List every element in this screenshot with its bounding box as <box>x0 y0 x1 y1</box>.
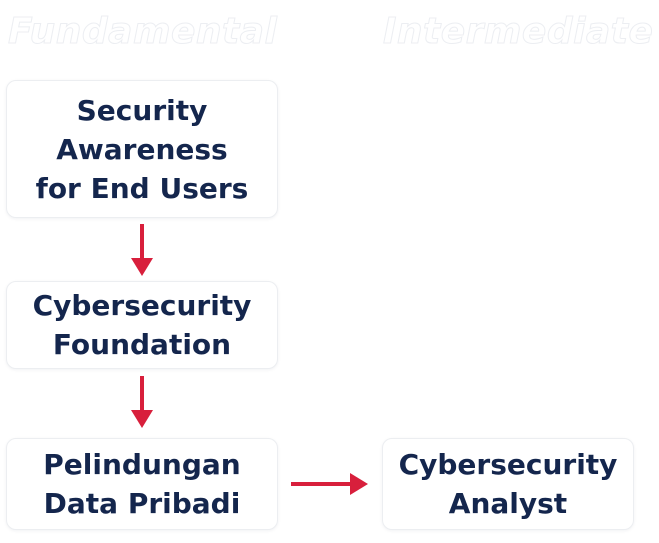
arrow-foundation-to-pelindungan <box>131 376 153 428</box>
node-label: Cybersecurity Analyst <box>398 448 618 520</box>
node-pelindungan-data[interactable]: Pelindungan Data Pribadi <box>6 438 278 530</box>
arrow-awareness-to-foundation <box>131 224 153 276</box>
header-intermediate: Intermediate <box>382 11 654 53</box>
node-label: Security Awareness for End Users <box>35 93 249 205</box>
node-label: Cybersecurity Foundation <box>32 289 252 361</box>
node-label: Pelindungan Data Pribadi <box>43 448 241 520</box>
node-cybersecurity-analyst[interactable]: Cybersecurity Analyst <box>382 438 634 530</box>
node-cybersecurity-foundation[interactable]: Cybersecurity Foundation <box>6 281 278 369</box>
node-security-awareness[interactable]: Security Awareness for End Users <box>6 80 278 218</box>
arrow-pelindungan-to-analyst <box>291 473 368 495</box>
header-fundamental: Fundamental <box>7 11 278 53</box>
